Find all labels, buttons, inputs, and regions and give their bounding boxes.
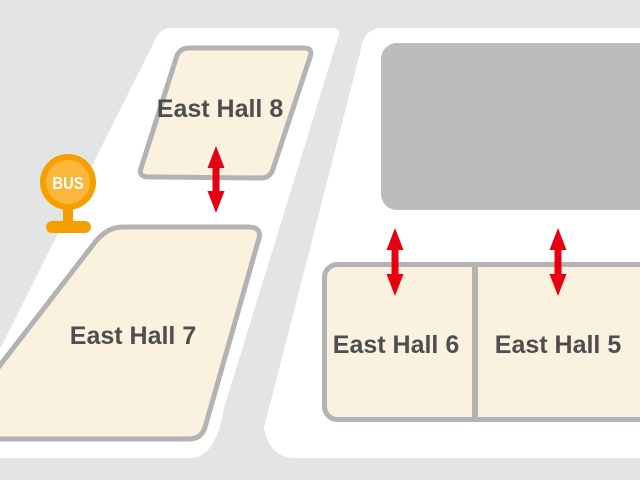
bus-stop-base	[46, 221, 91, 233]
hall-east-5-label: East Hall 5	[495, 331, 622, 359]
hall-east-7	[0, 224, 262, 442]
bus-stop-pole	[63, 203, 73, 225]
hall-east-6-5-block	[322, 262, 640, 422]
bus-stop-label: BUS	[52, 174, 83, 194]
hall-east-8	[137, 45, 314, 181]
bus-stop-sign-face	[46, 160, 90, 204]
passage-arrow-hall5-icon	[549, 228, 567, 296]
unlabeled-building-block	[381, 43, 640, 210]
hall-east-6-label: East Hall 6	[333, 331, 459, 359]
passage-arrow-hall8-hall7-icon	[207, 146, 225, 213]
hall-east-7-label: East Hall 7	[70, 322, 196, 350]
hall-east-8-label: East Hall 8	[157, 95, 284, 123]
bus-stop-icon: BUS	[40, 154, 96, 233]
passage-arrow-hall6-icon	[386, 228, 404, 296]
